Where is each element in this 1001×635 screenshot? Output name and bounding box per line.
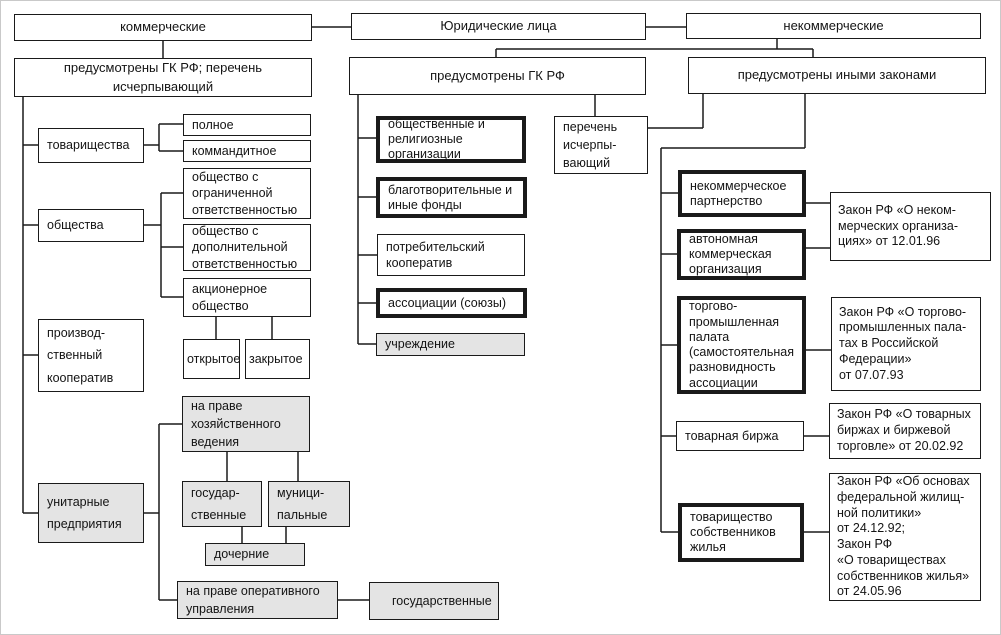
node-closed-jsc-label: закрытое: [249, 351, 303, 366]
node-full-partnership: полное: [183, 114, 311, 136]
node-noncommercial-gk-label: предусмотрены ГК РФ: [430, 67, 565, 83]
node-public-religious: общественные и религиозные организации: [376, 116, 526, 163]
node-exhaustive-list-label: перечень исчерпы- вающий: [563, 119, 618, 171]
node-autonomous-org-label: автономная коммерческая организация: [689, 232, 772, 276]
node-charity-funds: благотворительные и иные фонды: [376, 177, 527, 218]
node-subsidiaries-label: дочерние: [214, 547, 270, 562]
node-charity-funds-label: благотворительные и иные фонды: [388, 182, 513, 212]
node-consumer-coop-label: потребительский кооператив: [386, 239, 485, 270]
node-unitary-enterprises: унитарные предприятия: [38, 483, 144, 543]
node-open-jsc: открытое: [183, 339, 240, 379]
node-homeowners-assoc: товарищество собственников жилья: [678, 503, 804, 562]
node-homeowners-assoc-label: товарищество собственников жилья: [690, 510, 776, 554]
node-production-coop: производ- ственный кооператив: [38, 319, 144, 392]
node-state-enterprises-label: государ- ственные: [191, 485, 247, 522]
node-closed-jsc: закрытое: [245, 339, 310, 379]
node-commodity-exchange-label: товарная биржа: [685, 428, 779, 443]
node-state-enterprises: государ- ственные: [182, 481, 262, 527]
node-noncommercial-label: некоммерческие: [783, 17, 884, 33]
node-operational-management: на праве оперативного управления: [177, 581, 338, 619]
node-commercial-label: коммерческие: [120, 19, 206, 35]
node-law-noncommercial: Закон РФ «О неком- мерческих организа- ц…: [830, 192, 991, 261]
node-partnerships-label: товарищества: [47, 138, 130, 153]
node-legal-entities-label: Юридические лица: [440, 18, 557, 34]
node-consumer-coop: потребительский кооператив: [377, 234, 525, 276]
node-public-religious-label: общественные и религиозные организации: [388, 117, 485, 161]
node-institution: учреждение: [376, 333, 525, 356]
node-partnerships: товарищества: [38, 128, 144, 163]
node-alc-label: общество с дополнительной ответственност…: [192, 224, 298, 271]
node-other-laws: предусмотрены иными законами: [688, 57, 986, 94]
node-limited-partnership: коммандитное: [183, 140, 311, 162]
node-commodity-exchange: товарная биржа: [676, 421, 804, 451]
node-open-jsc-label: открытое: [187, 351, 241, 366]
node-law-chamber: Закон РФ «О торгово- промышленных пала- …: [831, 297, 981, 391]
node-state-operational-label: государственные: [392, 593, 492, 608]
node-other-laws-label: предусмотрены иными законами: [737, 67, 937, 83]
node-law-homeowners: Закон РФ «Об основах федеральной жилищ- …: [829, 473, 981, 601]
node-law-chamber-label: Закон РФ «О торгово- промышленных пала- …: [839, 304, 967, 382]
node-chamber-commerce: торгово- промышленная палата (самостояте…: [677, 296, 806, 394]
node-alc: общество с дополнительной ответственност…: [183, 224, 311, 271]
node-full-partnership-label: полное: [192, 117, 234, 132]
node-law-noncommercial-label: Закон РФ «О неком- мерческих организа- ц…: [838, 202, 958, 249]
node-operational-management-label: на праве оперативного управления: [186, 583, 320, 616]
node-commercial: коммерческие: [14, 14, 312, 41]
node-companies-label: общества: [47, 218, 104, 233]
node-llc-label: общество с ограниченной ответственностью: [192, 170, 298, 217]
node-companies: общества: [38, 209, 144, 242]
node-commercial-gk-label: предусмотрены ГК РФ; перечень исчерпываю…: [63, 60, 263, 94]
node-production-coop-label: производ- ственный кооператив: [47, 326, 114, 385]
node-noncommercial-gk: предусмотрены ГК РФ: [349, 57, 646, 95]
node-law-exchange: Закон РФ «О товарных биржах и биржевой т…: [829, 403, 981, 459]
node-economic-management: на праве хозяйственного ведения: [182, 396, 310, 452]
node-commercial-gk: предусмотрены ГК РФ; перечень исчерпываю…: [14, 58, 312, 97]
node-jsc-label: акционерное общество: [192, 282, 268, 313]
node-chamber-commerce-label: торгово- промышленная палата (самостояте…: [689, 299, 795, 390]
node-noncommercial-partnership: некоммерческое партнерство: [678, 170, 806, 217]
node-municipal-enterprises-label: муници- пальные: [277, 485, 328, 522]
node-noncommercial-partnership-label: некоммерческое партнерство: [690, 178, 787, 208]
node-state-operational: государственные: [369, 582, 499, 620]
node-legal-entities: Юридические лица: [351, 13, 646, 40]
node-llc: общество с ограниченной ответственностью: [183, 168, 311, 219]
node-municipal-enterprises: муници- пальные: [268, 481, 350, 527]
node-unitary-enterprises-label: унитарные предприятия: [47, 494, 122, 531]
node-associations-label: ассоциации (союзы): [388, 295, 506, 310]
node-associations: ассоциации (союзы): [376, 288, 527, 318]
node-law-exchange-label: Закон РФ «О товарных биржах и биржевой т…: [837, 407, 971, 453]
node-law-homeowners-label: Закон РФ «Об основах федеральной жилищ- …: [837, 474, 970, 599]
node-exhaustive-list: перечень исчерпы- вающий: [554, 116, 648, 174]
node-noncommercial: некоммерческие: [686, 13, 981, 39]
node-jsc: акционерное общество: [183, 278, 311, 317]
node-autonomous-org: автономная коммерческая организация: [677, 229, 806, 280]
node-economic-management-label: на праве хозяйственного ведения: [191, 398, 281, 450]
node-subsidiaries: дочерние: [205, 543, 305, 566]
node-limited-partnership-label: коммандитное: [192, 143, 277, 158]
node-institution-label: учреждение: [385, 337, 455, 352]
